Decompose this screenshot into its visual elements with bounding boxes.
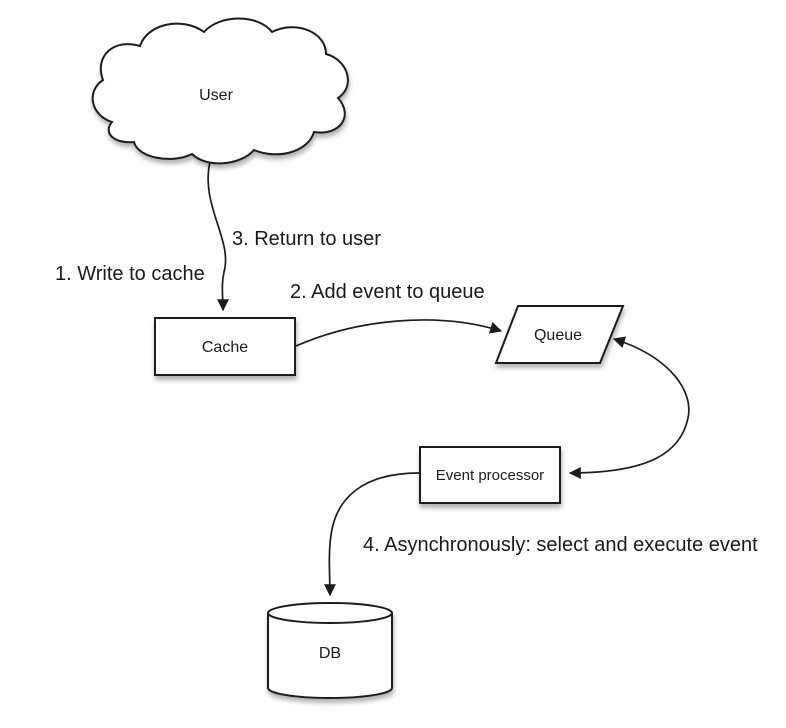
edge-label-step2: 2. Add event to queue (290, 281, 485, 303)
node-queue: Queue (494, 305, 625, 364)
node-cache: Cache (154, 317, 296, 376)
node-db: DB (267, 602, 393, 699)
edge-label-step1: 1. Write to cache (55, 263, 205, 285)
node-event-processor: Event processor (419, 446, 561, 504)
db-cylinder-top (267, 602, 393, 624)
edge-label-step4: 4. Asynchronously: select and execute ev… (363, 534, 758, 556)
node-label-queue: Queue (534, 327, 582, 344)
event-processor-rect-shape (419, 446, 561, 504)
node-label-db: DB (319, 645, 341, 662)
node-user: User (91, 17, 349, 165)
node-label-event-processor: Event processor (436, 467, 544, 484)
node-label-user: User (199, 87, 233, 104)
queue-parallelogram-shape (494, 305, 625, 364)
cache-rect-shape (154, 317, 296, 376)
user-cloud-shape (91, 17, 349, 165)
db-cylinder-body (267, 613, 393, 699)
node-label-cache: Cache (202, 339, 248, 356)
edge-event-processor-to-db (323, 472, 420, 597)
edge-user-to-cache (207, 161, 229, 312)
edge-cache-to-queue (295, 319, 503, 347)
edge-event-processor-to-queue (568, 336, 690, 479)
edge-label-step3: 3. Return to user (232, 228, 381, 250)
